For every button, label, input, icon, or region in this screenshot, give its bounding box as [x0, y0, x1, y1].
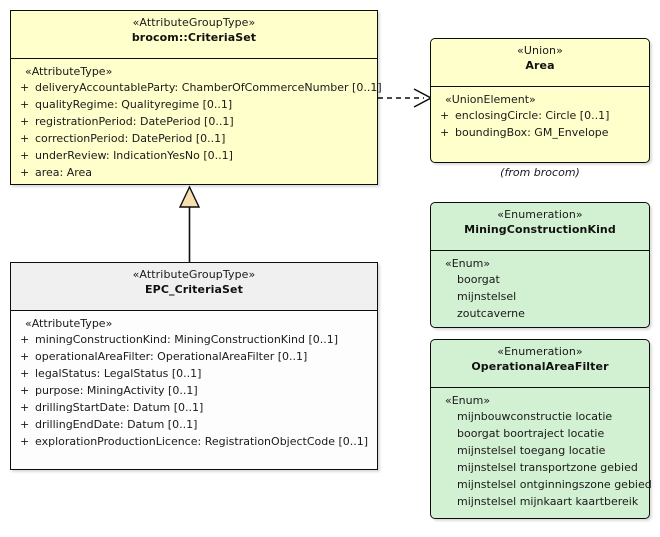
visibility-marker: +	[20, 132, 30, 145]
attribute-row[interactable]: + area: Area	[17, 164, 373, 181]
class-box-area[interactable]: «Union» Area «UnionElement» + enclosingC…	[430, 38, 650, 163]
class-body-area: «UnionElement» + enclosingCircle: Circle…	[431, 87, 649, 147]
visibility-marker: +	[20, 418, 30, 431]
attribute-label: boundingBox: GM_Envelope	[455, 126, 609, 139]
enumeration-header-miningconstructionkind: «Enumeration» MiningConstructionKind	[431, 203, 649, 251]
attribute-row[interactable]: + purpose: MiningActivity [0..1]	[17, 382, 373, 399]
visibility-marker: +	[20, 166, 30, 179]
attribute-row[interactable]: + explorationProductionLicence: Registra…	[17, 433, 373, 450]
attribute-row[interactable]: + enclosingCircle: Circle [0..1]	[437, 107, 645, 124]
class-name-label: EPC_CriteriaSet	[145, 282, 243, 296]
enum-literal-row[interactable]: mijnbouwconstructie locatie	[457, 410, 613, 423]
union-element-group-label: «UnionElement»	[445, 93, 536, 106]
attribute-row[interactable]: + drillingStartDate: Datum [0..1]	[17, 399, 373, 416]
package-origin-note: (from brocom)	[500, 166, 580, 179]
enumeration-box-miningconstructionkind[interactable]: «Enumeration» MiningConstructionKind «En…	[430, 202, 650, 328]
enum-group-label: «Enum»	[445, 394, 491, 407]
enumeration-body-operationalareafilter: «Enum» mijnbouwconstructie locatie boorg…	[431, 388, 652, 516]
attribute-row[interactable]: + deliveryAccountableParty: ChamberOfCom…	[17, 79, 382, 96]
generalization-triangle-icon	[178, 185, 201, 208]
enumeration-box-operationalareafilter[interactable]: «Enumeration» OperationalAreaFilter «Enu…	[430, 339, 652, 519]
visibility-marker: +	[20, 401, 30, 414]
stereotype-label: «AttributeGroupType»	[132, 16, 256, 29]
visibility-marker: +	[20, 81, 30, 94]
attribute-label: deliveryAccountableParty: ChamberOfComme…	[35, 81, 382, 94]
visibility-marker: +	[20, 367, 30, 380]
visibility-marker: +	[20, 435, 30, 448]
attribute-row[interactable]: + qualityRegime: Qualityregime [0..1]	[17, 96, 373, 113]
enumeration-name-label: OperationalAreaFilter	[471, 359, 609, 373]
visibility-marker: +	[20, 333, 30, 346]
class-name-label: brocom::CriteriaSet	[131, 30, 257, 44]
visibility-marker: +	[20, 384, 30, 397]
attribute-row[interactable]: + drillingEndDate: Datum [0..1]	[17, 416, 373, 433]
attribute-label: registrationPeriod: DatePeriod [0..1]	[35, 115, 234, 128]
enumeration-body-miningconstructionkind: «Enum» boorgat mijnstelsel zoutcaverne	[431, 251, 649, 328]
attribute-label: legalStatus: LegalStatus [0..1]	[35, 367, 202, 380]
stereotype-label: «Union»	[517, 44, 563, 57]
attribute-row[interactable]: + legalStatus: LegalStatus [0..1]	[17, 365, 373, 382]
visibility-marker: +	[20, 115, 30, 128]
attribute-label: miningConstructionKind: MiningConstructi…	[35, 333, 339, 346]
enum-literal-row[interactable]: mijnstelsel mijnkaart kaartbereik	[457, 495, 639, 508]
stereotype-label: «AttributeGroupType»	[132, 268, 256, 281]
attribute-row[interactable]: + underReview: IndicationYesNo [0..1]	[17, 147, 373, 164]
attribute-group-label: «AttributeType»	[25, 317, 113, 330]
attribute-label: enclosingCircle: Circle [0..1]	[455, 109, 610, 122]
enum-literal-row[interactable]: mijnstelsel	[457, 290, 517, 303]
class-box-criteriaset[interactable]: «AttributeGroupType» brocom::CriteriaSet…	[10, 10, 382, 187]
visibility-marker: +	[20, 98, 30, 111]
attribute-row[interactable]: + miningConstructionKind: MiningConstruc…	[17, 331, 373, 348]
attribute-label: purpose: MiningActivity [0..1]	[35, 384, 198, 397]
enumeration-name-label: MiningConstructionKind	[464, 222, 616, 236]
visibility-marker: +	[20, 350, 30, 363]
enum-literal-row[interactable]: mijnstelsel toegang locatie	[457, 444, 606, 457]
attribute-group-label: «AttributeType»	[25, 65, 113, 78]
attribute-label: drillingEndDate: Datum [0..1]	[35, 418, 198, 431]
stereotype-label: «Enumeration»	[497, 345, 583, 358]
class-body-epc-criteriaset: «AttributeType» + miningConstructionKind…	[11, 311, 377, 456]
attribute-label: underReview: IndicationYesNo [0..1]	[35, 149, 233, 162]
enumeration-header-operationalareafilter: «Enumeration» OperationalAreaFilter	[431, 340, 649, 388]
enum-group-label: «Enum»	[445, 257, 491, 270]
attribute-row[interactable]: + registrationPeriod: DatePeriod [0..1]	[17, 113, 373, 130]
visibility-marker: +	[20, 149, 30, 162]
class-header-epc-criteriaset: «AttributeGroupType» EPC_CriteriaSet	[11, 263, 377, 311]
class-header-area: «Union» Area	[431, 39, 649, 87]
class-box-epc-criteriaset[interactable]: «AttributeGroupType» EPC_CriteriaSet «At…	[10, 262, 378, 470]
enum-literal-row[interactable]: mijnstelsel ontginningszone gebied	[457, 478, 652, 491]
enum-literal-row[interactable]: boorgat	[457, 273, 500, 286]
attribute-label: drillingStartDate: Datum [0..1]	[35, 401, 204, 414]
stereotype-label: «Enumeration»	[497, 208, 583, 221]
class-name-label: Area	[525, 58, 555, 72]
enum-literal-row[interactable]: zoutcaverne	[457, 307, 525, 320]
attribute-row[interactable]: + correctionPeriod: DatePeriod [0..1]	[17, 130, 373, 147]
attribute-row[interactable]: + boundingBox: GM_Envelope	[437, 124, 645, 141]
generalization-connector	[178, 185, 201, 265]
attribute-row[interactable]: + operationalAreaFilter: OperationalArea…	[17, 348, 373, 365]
attribute-label: explorationProductionLicence: Registrati…	[35, 435, 369, 448]
visibility-marker: +	[440, 126, 450, 139]
class-body-criteriaset: «AttributeType» + deliveryAccountablePar…	[11, 59, 382, 187]
class-header-criteriaset: «AttributeGroupType» brocom::CriteriaSet	[11, 11, 377, 59]
enum-literal-row[interactable]: boorgat boortraject locatie	[457, 427, 605, 440]
attribute-label: qualityRegime: Qualityregime [0..1]	[35, 98, 233, 111]
enum-literal-row[interactable]: mijnstelsel transportzone gebied	[457, 461, 638, 474]
attribute-label: correctionPeriod: DatePeriod [0..1]	[35, 132, 226, 145]
dependency-connector	[378, 88, 433, 108]
visibility-marker: +	[440, 109, 450, 122]
attribute-label: operationalAreaFilter: OperationalAreaFi…	[35, 350, 308, 363]
attribute-label: area: Area	[35, 166, 93, 179]
